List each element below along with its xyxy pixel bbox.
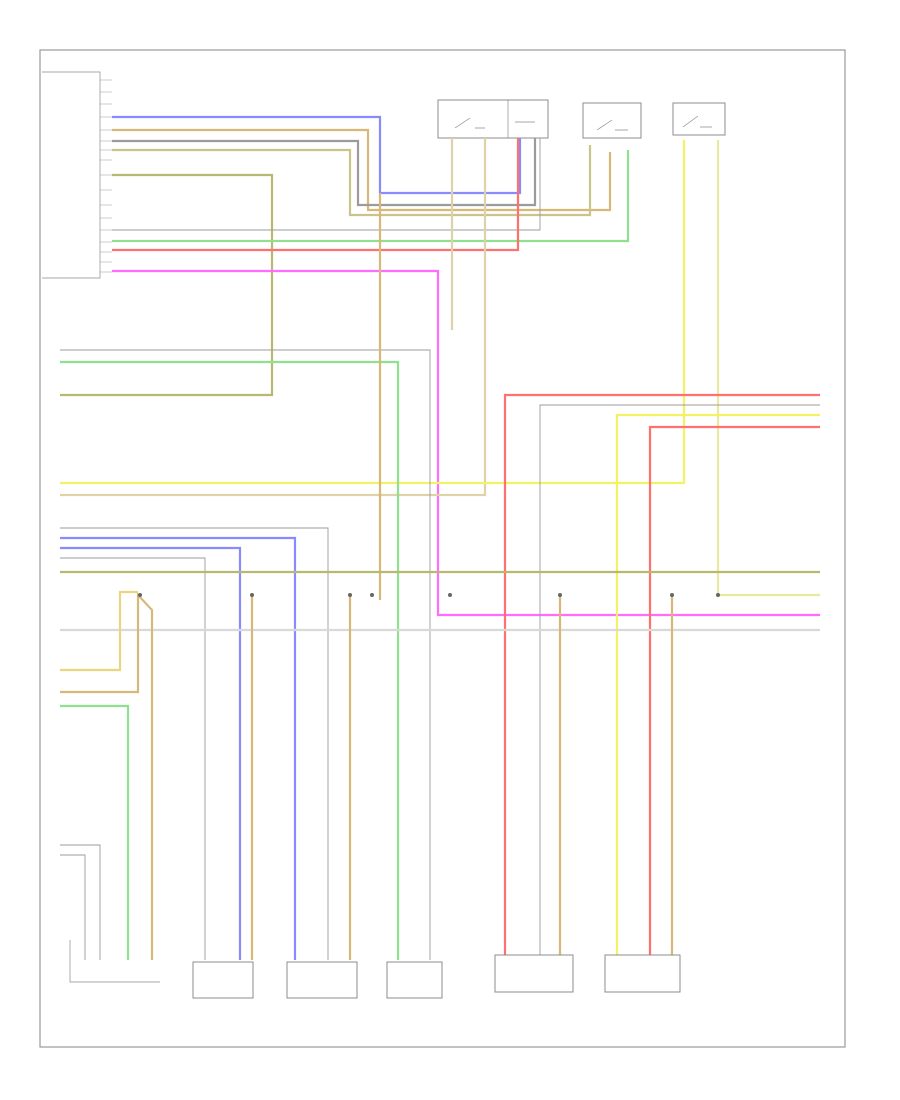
relay-box-3: [672, 102, 726, 136]
wire-blue-bundle: [60, 536, 297, 960]
wire-olive-left-low: [60, 590, 138, 672]
connector-dots: [138, 593, 720, 597]
relay-box-1: [437, 99, 549, 139]
relay-1-switch-icon: [454, 117, 535, 129]
component-3: [386, 961, 443, 999]
wire-yellow-right: [615, 413, 820, 960]
component-2: [286, 961, 358, 999]
relay-3-switch-icon: [682, 115, 712, 128]
component-5: [604, 954, 681, 993]
wire-blue-bundle-2: [60, 546, 242, 960]
wire-green-left-low: [60, 704, 130, 960]
wire-olive-top: [112, 145, 592, 217]
wire-red-right-1: [503, 393, 820, 960]
wire-gray-230: [112, 138, 541, 231]
wire-gray-right: [539, 404, 820, 960]
wire-olive-left: [60, 173, 274, 397]
wire-tan-top: [112, 128, 612, 212]
main-module-outline: [42, 71, 101, 279]
wire-tan-left-low: [60, 592, 154, 960]
wire-gray-mid: [60, 349, 431, 960]
component-1: [192, 961, 254, 999]
bottom-left-component-bracket: [69, 940, 160, 983]
wire-pink-270: [112, 269, 820, 617]
component-4: [494, 954, 574, 993]
relay-2-switch-icon: [596, 119, 628, 131]
wire-gray-left-low: [60, 844, 101, 960]
wire-green-mid: [60, 360, 400, 960]
wire-relay3-yellow: [60, 140, 686, 485]
wire-red-250: [112, 138, 520, 252]
main-module-pins: [100, 79, 112, 273]
wire-gray-top: [112, 138, 537, 207]
wire-gray-bundle: [60, 527, 329, 960]
relay-box-2: [582, 102, 642, 139]
wire-relay1-down-b: [60, 138, 487, 497]
wire-gray-bundle-2: [60, 557, 206, 960]
wire-gray-left-low-2: [60, 854, 86, 960]
wire-green-240: [112, 150, 630, 243]
diagram-frame: [39, 49, 846, 1048]
wire-relay3-down: [716, 140, 820, 597]
wire-red-right-2: [648, 425, 820, 960]
